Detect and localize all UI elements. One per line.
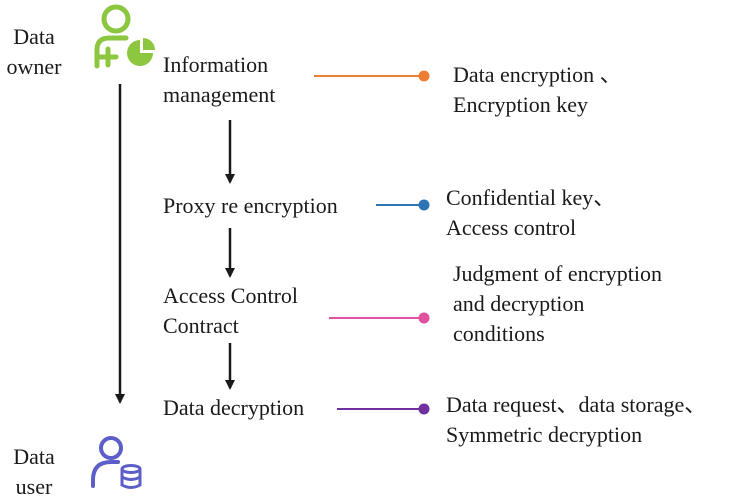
detail-3-line-2: and decryption: [453, 291, 585, 316]
connector-dot-4: [418, 403, 430, 415]
data-user-line-2: user: [15, 474, 53, 499]
step-1-line-1: Information: [163, 52, 269, 77]
detail-3-line-1: Judgment of encryption: [453, 261, 662, 286]
connector-dot-2: [418, 199, 430, 211]
detail-2-line-1: Confidential key、: [446, 185, 616, 210]
detail-1-line-1: Data encryption 、: [453, 62, 622, 87]
step-3-line-2: Contract: [163, 313, 239, 338]
detail-proxy-re-encryption: Confidential key、 Access control: [446, 183, 615, 243]
user-add-chart-icon: [94, 4, 155, 69]
step-access-control-contract: Access Control Contract: [163, 281, 298, 341]
detail-data-decryption: Data request、data storage、 Symmetric dec…: [446, 390, 706, 450]
data-owner-line-2: owner: [6, 54, 62, 79]
data-owner-label: Data owner: [4, 22, 64, 82]
step-1-line-2: management: [163, 82, 276, 107]
step-information-management: Information management: [163, 50, 275, 110]
detail-information-management: Data encryption 、 Encryption key: [453, 60, 622, 120]
detail-access-control-contract: Judgment of encryption and decryption co…: [453, 259, 662, 349]
detail-4-line-1: Data request、data storage、: [446, 392, 707, 417]
user-database-icon: [91, 436, 142, 489]
data-owner-line-1: Data: [13, 24, 55, 49]
data-user-label: Data user: [4, 442, 64, 502]
detail-3-line-3: conditions: [453, 321, 545, 346]
detail-1-line-2: Encryption key: [453, 92, 589, 117]
detail-4-line-2: Symmetric decryption: [446, 422, 643, 447]
detail-2-line-2: Access control: [446, 215, 577, 240]
step-proxy-re-encryption: Proxy re encryption: [163, 191, 338, 221]
step-data-decryption: Data decryption: [163, 393, 304, 423]
step-4-line-1: Data decryption: [163, 395, 305, 420]
connector-dot-3: [418, 312, 430, 324]
connector-dot-1: [418, 70, 430, 82]
data-user-line-1: Data: [13, 444, 55, 469]
step-2-line-1: Proxy re encryption: [163, 193, 338, 218]
step-3-line-1: Access Control: [163, 283, 299, 308]
